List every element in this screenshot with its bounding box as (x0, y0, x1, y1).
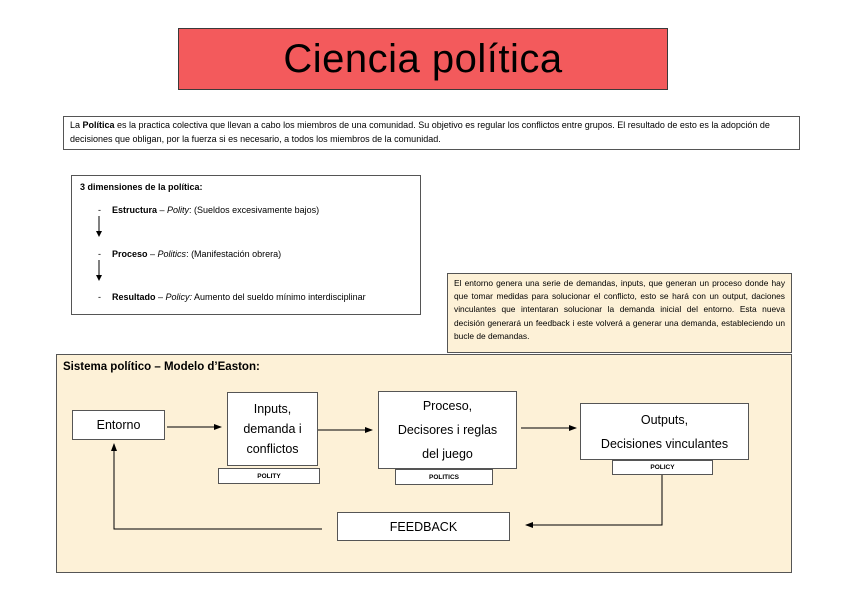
node-proceso-line: del juego (422, 447, 473, 461)
dimension-term: Politics (157, 249, 187, 259)
node-feedback-label: FEEDBACK (389, 519, 458, 534)
dimensions-title: 3 dimensiones de la política: (80, 182, 203, 192)
dimension-separator: – (155, 292, 166, 302)
tag-policy: POLICY (612, 460, 713, 475)
dimension-dash: - (98, 292, 101, 302)
tag-polity: POLITY (218, 468, 320, 484)
node-feedback: FEEDBACK (337, 512, 510, 541)
model-description: El entorno genera una serie de demandas,… (447, 273, 792, 353)
node-inputs-line: demanda i (243, 422, 302, 436)
dimension-separator: – (157, 205, 168, 215)
node-proceso-line: Proceso, (422, 399, 473, 413)
dimension-detail: : (Sueldos excesivamente bajos) (189, 205, 320, 215)
node-outputs: Outputs, Decisiones vinculantes (580, 403, 749, 460)
arrow-feedback-entorno (111, 443, 322, 530)
dimension-name: Proceso (112, 249, 148, 259)
node-inputs: Inputs, demanda i conflictos (227, 392, 318, 466)
dimensions-box: 3 dimensiones de la política: - Estructur… (71, 175, 421, 315)
page-title: Ciencia política (178, 28, 668, 90)
dimension-name: Estructura (112, 205, 158, 215)
definition-box: La Política es la practica colectiva que… (63, 116, 800, 150)
dimension-term: Polity (167, 205, 190, 215)
dimension-detail: Aumento del sueldo mínimo interdisciplin… (192, 292, 366, 302)
down-arrow-icon (96, 260, 102, 281)
definition-bold-word: Política (82, 120, 115, 130)
node-proceso: Proceso, Decisores i reglas del juego (378, 391, 517, 469)
node-outputs-line: Decisiones vinculantes (600, 436, 729, 451)
arrow-outputs-feedback (525, 475, 663, 528)
system-title: Sistema político – Modelo d’Easton: (63, 361, 260, 373)
node-inputs-line: conflictos (246, 442, 299, 456)
definition-prefix: La (70, 120, 83, 130)
node-entorno: Entorno (72, 410, 165, 440)
node-inputs-line: Inputs, (253, 402, 292, 416)
definition-text: es la practica colectiva que llevan a ca… (70, 120, 770, 144)
dimension-item-resultado: - Resultado – Policy: Aumento del sueldo … (98, 292, 366, 302)
dimension-dash: - (98, 249, 101, 259)
node-outputs-line: Outputs, (640, 412, 689, 427)
dimension-item-proceso: - Proceso – Politics: (Manifestación obre… (98, 249, 281, 259)
dimension-name: Resultado (112, 292, 156, 302)
title-text: Ciencia política (283, 36, 563, 81)
dimension-separator: – (147, 249, 158, 259)
node-proceso-line: Decisores i reglas (397, 423, 498, 437)
tag-polity-label: POLITY (257, 472, 281, 480)
dimension-dash: - (98, 205, 101, 215)
dimension-item-estructura: - Estructura – Polity: (Sueldos excesivam… (98, 205, 319, 215)
node-entorno-label: Entorno (96, 418, 141, 432)
tag-politics-label: POLITICS (429, 473, 459, 481)
dimension-term: Policy: (165, 292, 193, 302)
tag-politics: POLITICS (395, 469, 493, 485)
tag-policy-label: POLICY (650, 464, 675, 471)
dimension-detail: : (Manifestación obrera) (186, 249, 282, 259)
down-arrow-icon (96, 216, 102, 237)
